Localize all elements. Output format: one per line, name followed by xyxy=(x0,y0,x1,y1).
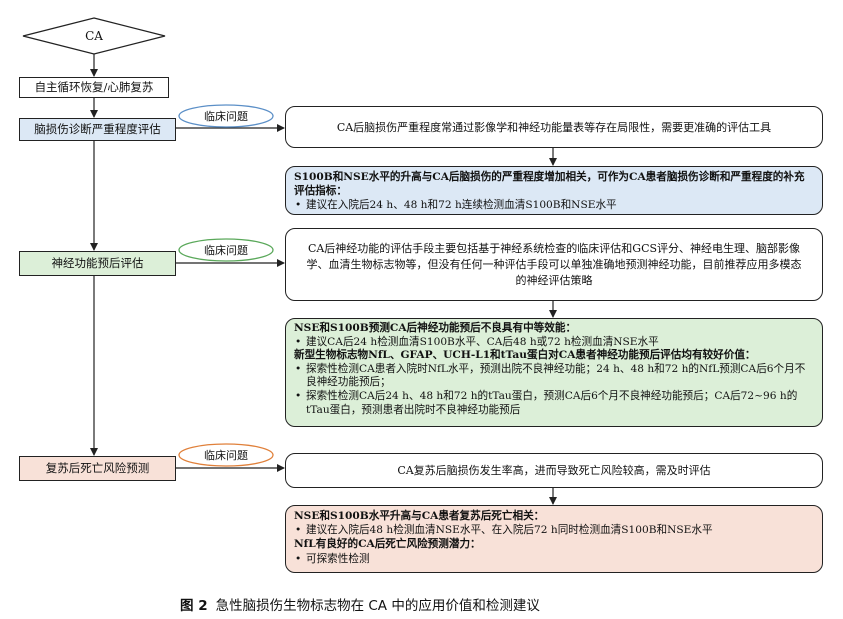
finding-2-bullet-3: 探索性检测CA后24 h、48 h和72 h的tTau蛋白，预测CA后6个月不良… xyxy=(294,390,814,417)
finding-2-head-2: 新型生物标志物NfL、GFAP、UCH-L1和tTau蛋白对CA患者神经功能预后… xyxy=(294,349,756,362)
figure-caption-text: 急性脑损伤生物标志物在 CA 中的应用价值和检测建议 xyxy=(215,598,540,614)
issue-label-1: 临床问题 xyxy=(204,110,248,123)
issue-label-3: 临床问题 xyxy=(204,449,248,462)
finding-box-2: NSE和S100B预测CA后神经功能预后不良具有中等效能： 建议CA后24 h检… xyxy=(285,318,823,427)
finding-1-head: S100B和NSE水平的升高与CA后脑损伤的严重程度增加相关，可作为CA患者脑损… xyxy=(294,171,805,198)
clinical-issue-1: CA后脑损伤严重程度常通过影像学和神经功能量表等存在局限性，需要更准确的评估工具 xyxy=(285,106,823,148)
start-label: CA xyxy=(85,29,103,43)
clinical-issue-3: CA复苏后脑损伤发生率高，进而导致死亡风险较高，需及时评估 xyxy=(285,453,823,488)
step-brain-injury-assessment: 脑损伤诊断严重程度评估 xyxy=(19,118,176,141)
finding-3-bullet-1: 建议在入院后48 h检测血清NSE水平、在入院后72 h同时检测血清S100B和… xyxy=(294,523,814,537)
rosc-box: 自主循环恢复/心肺复苏 xyxy=(19,77,169,98)
finding-3-head-2: NfL有良好的CA后死亡风险预测潜力： xyxy=(294,538,481,551)
finding-3-head-1: NSE和S100B水平升高与CA患者复苏后死亡相关： xyxy=(294,510,545,522)
step-post-resuscitation-mortality: 复苏后死亡风险预测 xyxy=(19,456,176,481)
finding-3-bullet-2: 可探索性检测 xyxy=(294,552,814,566)
issue-oval-3 xyxy=(178,443,274,467)
clinical-issue-2: CA后神经功能的评估手段主要包括基于神经系统检查的临床评估和GCS评分、神经电生… xyxy=(285,228,823,301)
finding-2-head-1: NSE和S100B预测CA后神经功能预后不良具有中等效能： xyxy=(294,322,577,334)
finding-box-3: NSE和S100B水平升高与CA患者复苏后死亡相关： 建议在入院后48 h检测血… xyxy=(285,505,823,573)
issue-oval-2 xyxy=(178,238,274,262)
finding-2-bullet-1: 建议CA后24 h检测血清S100B水平、CA后48 h或72 h检测血清NSE… xyxy=(294,336,814,350)
step-neuro-prognosis: 神经功能预后评估 xyxy=(19,251,176,276)
issue-label-2: 临床问题 xyxy=(204,244,248,257)
finding-box-1: S100B和NSE水平的升高与CA后脑损伤的严重程度增加相关，可作为CA患者脑损… xyxy=(285,166,823,215)
figure-label: 图 2 xyxy=(180,598,208,614)
figure-caption: 图 2 急性脑损伤生物标志物在 CA 中的应用价值和检测建议 xyxy=(180,594,780,614)
finding-1-bullet: 建议在入院后24 h、48 h和72 h连续检测血清S100B和NSE水平 xyxy=(294,198,814,212)
issue-oval-1 xyxy=(178,104,274,128)
finding-2-bullet-2: 探索性检测CA患者入院时NfL水平，预测出院不良神经功能；24 h、48 h和7… xyxy=(294,363,814,390)
